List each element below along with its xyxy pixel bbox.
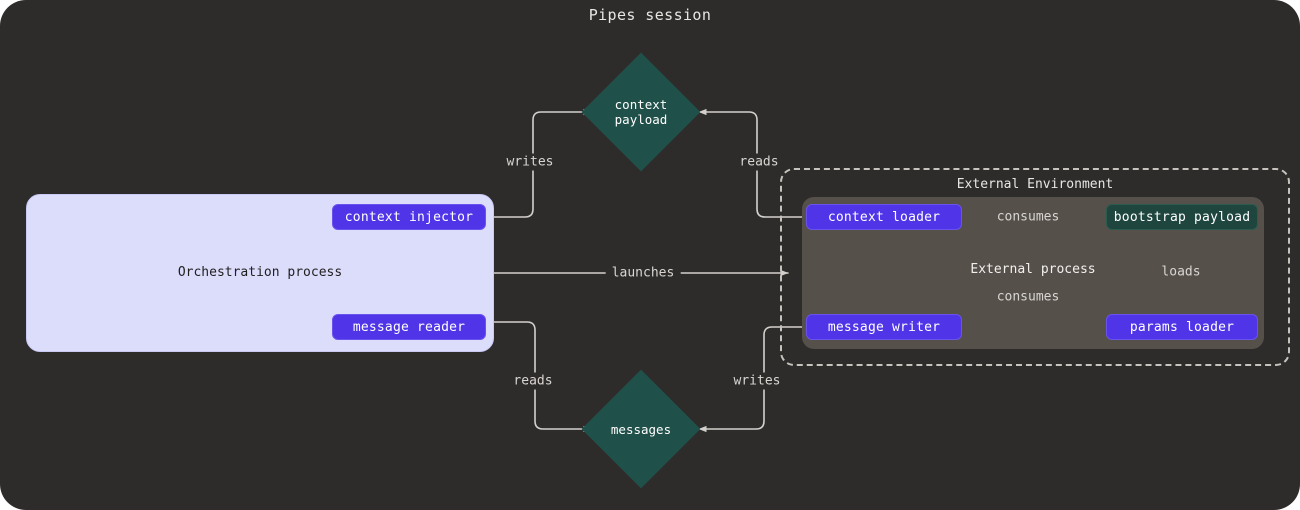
page-title: Pipes session bbox=[588, 6, 712, 24]
edge-label-consumes-top: consumes bbox=[990, 208, 1066, 226]
node-message-writer[interactable]: message writer bbox=[806, 314, 962, 340]
node-params-loader[interactable]: params loader bbox=[1106, 314, 1258, 340]
edge-label-loads: loads bbox=[1155, 263, 1207, 281]
cluster-external-environment: External Environment bbox=[780, 168, 1290, 366]
asset-context-payload-line2: payload bbox=[614, 112, 668, 127]
edge-label-launches: launches bbox=[605, 264, 681, 282]
edge-label-consumes-bottom: consumes bbox=[990, 288, 1066, 306]
node-bootstrap-payload[interactable]: bootstrap payload bbox=[1106, 204, 1258, 230]
edge-label-reads-top: reads bbox=[733, 153, 785, 171]
asset-messages-label: messages bbox=[582, 370, 700, 488]
cluster-external-process-label: External process bbox=[970, 262, 1096, 277]
asset-messages[interactable]: messages bbox=[581, 369, 701, 489]
edge-label-writes-bottom: writes bbox=[727, 372, 787, 390]
asset-context-payload[interactable]: context payload bbox=[581, 52, 701, 172]
edge-label-writes-top: writes bbox=[500, 153, 560, 171]
edge-label-reads-bottom: reads bbox=[507, 372, 559, 390]
cluster-external-environment-label: External Environment bbox=[956, 177, 1114, 192]
node-context-injector[interactable]: context injector bbox=[332, 204, 486, 230]
node-message-reader[interactable]: message reader bbox=[332, 314, 486, 340]
cluster-orchestration-label: Orchestration process bbox=[177, 265, 343, 280]
node-context-loader[interactable]: context loader bbox=[806, 204, 962, 230]
asset-messages-line1: messages bbox=[610, 421, 672, 437]
asset-context-payload-label: context payload bbox=[582, 53, 700, 171]
asset-context-payload-line1: context bbox=[614, 97, 668, 112]
